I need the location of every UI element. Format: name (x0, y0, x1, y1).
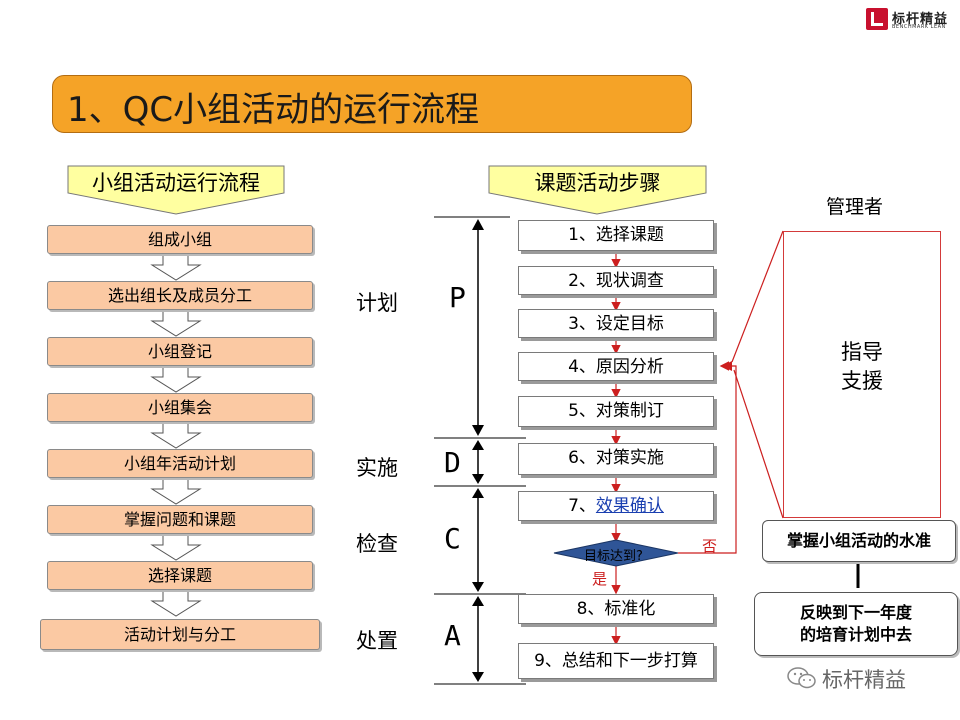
step-8: 8、标准化 (518, 594, 714, 624)
grasp-level-box: 掌握小组活动的水准 (762, 520, 956, 562)
flow-step-5: 小组年活动计划 (47, 449, 313, 478)
flow-step-2: 选出组长及成员分工 (47, 281, 313, 310)
flow-step-6: 掌握问题和课题 (47, 505, 313, 534)
step-7-prefix: 7、 (568, 496, 596, 516)
right-header-pennant (488, 165, 707, 215)
reflect-plan-box: 反映到下一年度 的培育计划中去 (754, 592, 958, 656)
manager-lines (731, 230, 784, 519)
flow-step-4: 小组集会 (47, 393, 313, 422)
step-7: 7、效果确认 (518, 491, 714, 521)
manager-title: 管理者 (826, 196, 884, 218)
flow-step-1: 组成小组 (47, 225, 313, 254)
manager-box (783, 231, 941, 518)
title-bar: 1、QC小组活动的运行流程 (52, 75, 692, 133)
left-header: 小组活动运行流程 (92, 171, 260, 195)
logo: 标杆精益 BENCHMARK LEAN (866, 8, 956, 34)
manager-line-1: 指导 (841, 340, 883, 364)
left-flow-arrows (150, 253, 202, 617)
step-3: 3、设定目标 (518, 309, 714, 338)
logo-name: 标杆精益 (892, 12, 949, 27)
step-1: 1、选择课题 (518, 220, 714, 251)
step-6: 6、对策实施 (518, 443, 714, 475)
reflect-line-2: 的培育计划中去 (799, 625, 912, 644)
phase-label-do: 实施 (356, 456, 398, 480)
phase-letter-p: P (449, 281, 466, 314)
page-title: 1、QC小组活动的运行流程 (67, 90, 480, 130)
phase-label-plan: 计划 (356, 291, 398, 315)
phase-label-act: 处置 (356, 629, 398, 653)
decision-no: 否 (702, 537, 718, 555)
decision-yes: 是 (592, 570, 608, 588)
flow-step-3: 小组登记 (47, 337, 313, 366)
flow-step-7: 选择课题 (47, 561, 313, 590)
left-header-pennant (67, 165, 285, 215)
phase-letter-a: A (444, 619, 461, 652)
phase-letter-c: C (444, 522, 461, 555)
step-4: 4、原因分析 (518, 352, 714, 381)
logo-subtitle: BENCHMARK LEAN (892, 24, 946, 30)
step-5: 5、对策制订 (518, 396, 714, 427)
step-2: 2、现状调查 (518, 266, 714, 295)
benchmark-logo-icon (866, 8, 888, 30)
right-header: 课题活动步骤 (534, 171, 661, 195)
reflect-line-1: 反映到下一年度 (799, 603, 912, 622)
manager-line-2: 支援 (841, 369, 883, 393)
phase-dividers (434, 216, 526, 685)
decision-label: 目标达到? (584, 549, 643, 564)
manager-text: 指导 支援 (783, 338, 941, 396)
watermark-text: 标杆精益 (822, 668, 906, 692)
phase-letter-d: D (444, 446, 461, 479)
phase-brackets (472, 219, 484, 682)
phase-label-check: 检查 (356, 532, 398, 556)
flow-step-8: 活动计划与分工 (40, 619, 320, 650)
step-9: 9、总结和下一步打算 (518, 643, 714, 679)
wechat-icon (787, 667, 816, 689)
step-7-link[interactable]: 效果确认 (595, 496, 664, 516)
